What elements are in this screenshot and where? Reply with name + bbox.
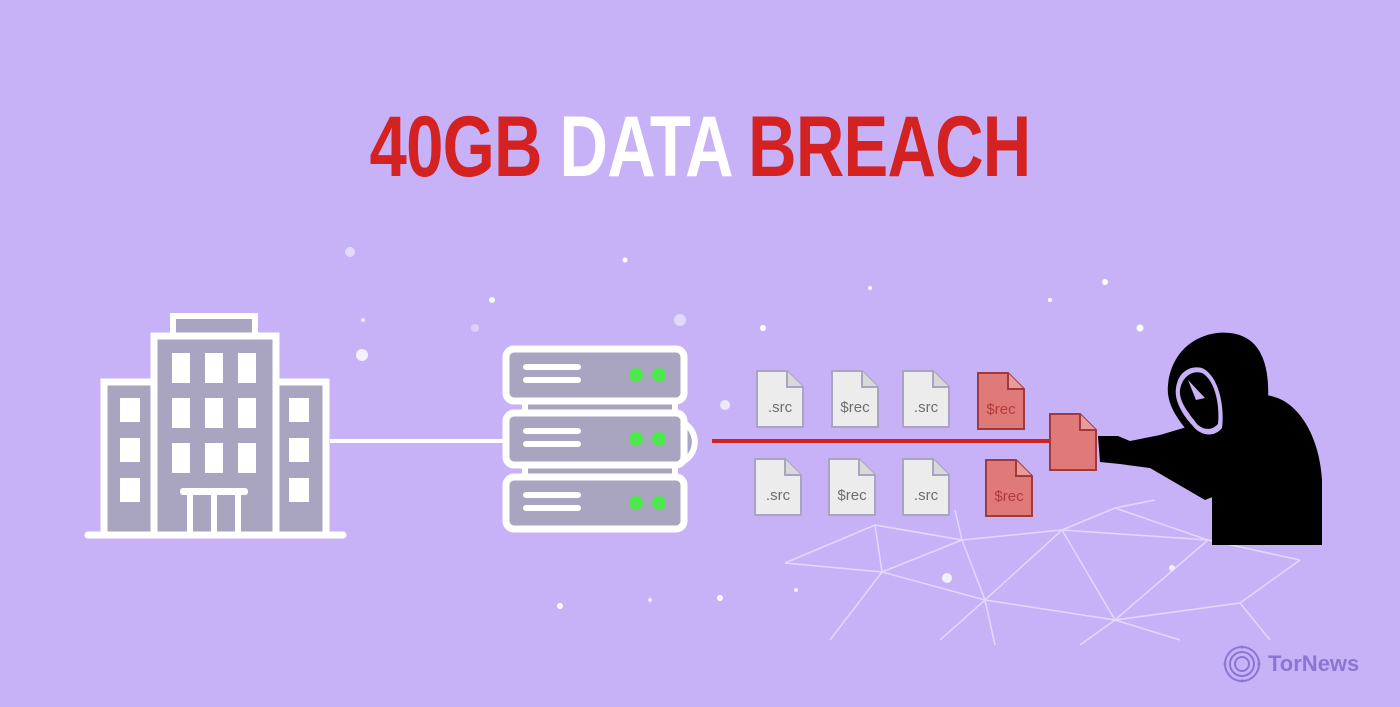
file-label: $rec <box>986 401 1016 418</box>
file-label: $rec <box>837 487 867 504</box>
headline-size: 40GB <box>369 99 543 195</box>
hacker-icon <box>1098 332 1322 545</box>
file-label: .src <box>766 487 791 504</box>
tornews-logo-icon <box>1223 645 1261 683</box>
file-label: $rec <box>840 399 870 416</box>
headline: 40GB DATA BREACH <box>154 104 1246 190</box>
headline-breach: BREACH <box>748 99 1031 195</box>
server-status-leds <box>629 368 666 510</box>
file-label: $rec <box>994 488 1024 505</box>
file-label: .src <box>914 399 939 416</box>
building-icon <box>84 313 510 539</box>
tornews-watermark: TorNews <box>1222 644 1359 684</box>
file-label: .src <box>914 487 939 504</box>
file-label: .src <box>768 399 793 416</box>
server-rack-icon <box>502 345 698 533</box>
watermark-brand: TorNews <box>1268 651 1360 676</box>
network-mesh <box>784 499 1301 646</box>
stolen-file-icon <box>1049 413 1097 471</box>
headline-data: DATA <box>559 99 732 195</box>
sparkles <box>345 247 1175 609</box>
